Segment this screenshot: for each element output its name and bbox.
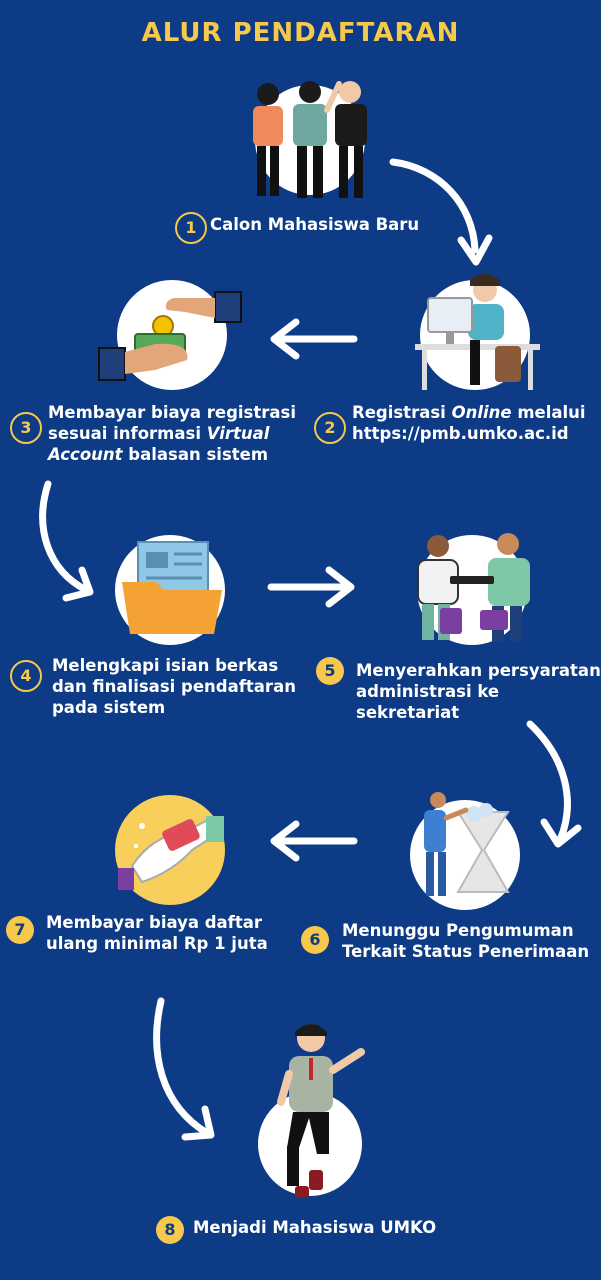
step-6-label: Menunggu Pengumuman Terkait Status Pener… <box>342 920 597 962</box>
document-folder-icon <box>122 541 222 634</box>
step-5-line-2: administrasi ke sekretariat <box>356 682 500 722</box>
step-2-line-2: https://pmb.umko.ac.id <box>352 424 569 443</box>
step-7-line-2: ulang minimal Rp 1 juta <box>46 934 268 953</box>
step-4-line-2: dan finalisasi pendaftaran <box>52 677 296 696</box>
arrow-step6-to-step7 <box>270 820 358 862</box>
step-4-label: Melengkapi isian berkas dan finalisasi p… <box>52 655 302 718</box>
graduate-student-icon <box>277 1024 365 1198</box>
step-3-line-2a: sesuai informasi <box>48 424 207 443</box>
payment-hand-icon <box>98 291 242 381</box>
step-1-label: Calon Mahasiswa Baru <box>210 214 450 235</box>
step-7-label: Membayar biaya daftar ulang minimal Rp 1… <box>46 912 296 954</box>
arrow-step3-to-step4 <box>39 480 94 602</box>
arrow-step2-to-step3 <box>270 318 358 360</box>
step-2-line-1-italic: Online <box>451 403 512 422</box>
step-7-line-1: Membayar biaya daftar <box>46 913 263 932</box>
step-8-line-1: Menjadi Mahasiswa UMKO <box>193 1218 437 1237</box>
step-1-number: 1 <box>175 212 207 244</box>
step-2-number: 2 <box>314 412 346 444</box>
step-8-number: 8 <box>156 1216 184 1244</box>
step-3-line-1: Membayar biaya registrasi <box>48 403 296 422</box>
arrow-step7-to-step8 <box>153 997 215 1141</box>
step-5-number: 5 <box>316 657 344 685</box>
step-2-label: Registrasi Online melalui https://pmb.um… <box>352 402 597 444</box>
step-1-line-1: Calon Mahasiswa Baru <box>210 215 420 234</box>
step-6-line-2: Terkait Status Penerimaan <box>342 942 590 961</box>
step-2-line-1b: melalui <box>511 403 586 422</box>
step-3-number: 3 <box>10 412 42 444</box>
group-students-icon <box>253 81 367 198</box>
step-3-label: Membayar biaya registrasi sesuai informa… <box>48 402 298 465</box>
step-4-line-3: pada sistem <box>52 698 166 717</box>
arrow-step4-to-step5 <box>267 566 355 608</box>
step-2-line-1a: Registrasi <box>352 403 452 422</box>
page-title: ALUR PENDAFTARAN <box>141 18 460 48</box>
step-8-label: Menjadi Mahasiswa UMKO <box>193 1217 453 1238</box>
step-3-line-3b: balasan sistem <box>122 445 269 464</box>
hourglass-waiting-icon <box>424 792 510 896</box>
step-5-line-1: Menyerahkan persyaratan <box>356 661 601 680</box>
step-6-number: 6 <box>301 926 329 954</box>
step-4-line-1: Melengkapi isian berkas <box>52 656 279 675</box>
computer-registration-icon <box>415 274 540 390</box>
payment-card-icon <box>118 816 224 890</box>
arrow-step5-to-step6 <box>526 720 582 848</box>
step-4-number: 4 <box>10 660 42 692</box>
step-5-label: Menyerahkan persyaratan administrasi ke … <box>356 660 601 723</box>
step-7-number: 7 <box>6 916 34 944</box>
step-3-line-3-italic: Account <box>48 445 123 464</box>
arrow-step1-to-step2 <box>389 158 493 266</box>
handover-documents-icon <box>417 533 530 642</box>
step-6-line-1: Menunggu Pengumuman <box>342 921 574 940</box>
step-3-line-2-italic: Virtual <box>206 424 270 443</box>
